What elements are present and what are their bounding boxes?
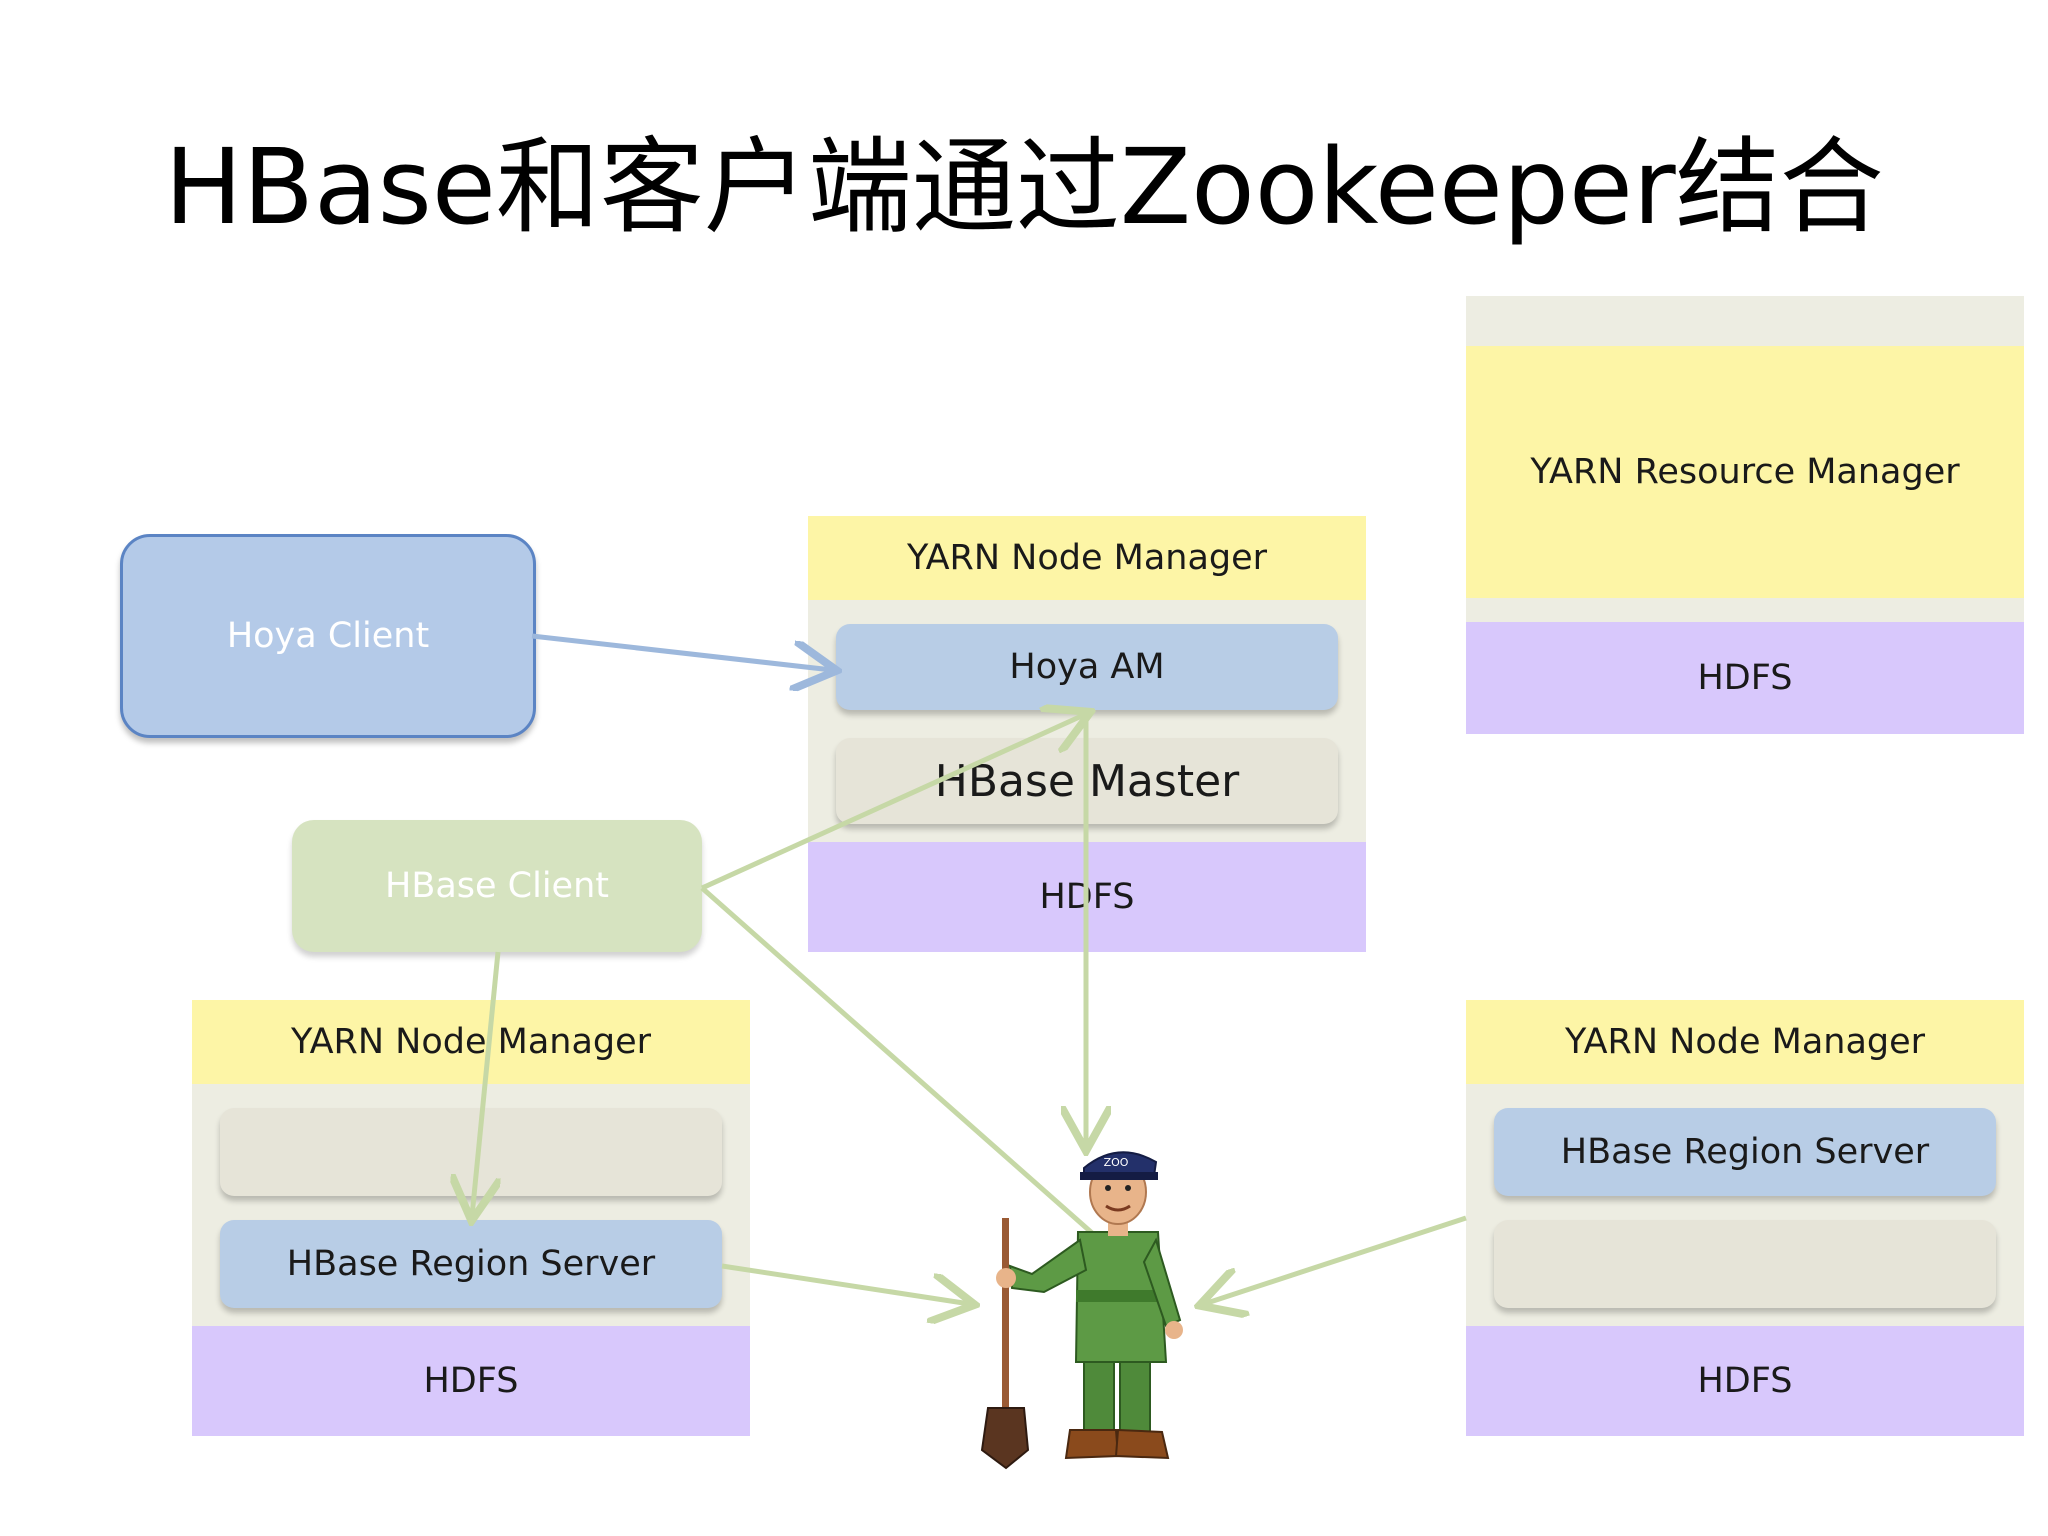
- arrow-hbase-client-to-am: [700, 714, 1086, 891]
- resource-manager-block: YARN Resource Manager HDFS: [1466, 296, 2024, 734]
- slide-title: HBase和客户端通过Zookeeper结合: [164, 126, 1884, 248]
- arrow-left-region-to-zookeeper: [721, 1263, 970, 1304]
- hoya-am-box: Hoya AM: [836, 624, 1338, 710]
- arrow-hbase-client-to-zookeeper: [700, 886, 1102, 1242]
- resource-manager-hdfs: HDFS: [1466, 622, 2024, 734]
- node-manager-left-label: YARN Node Manager: [192, 1000, 750, 1084]
- node-manager-right-label: YARN Node Manager: [1466, 1000, 2024, 1084]
- node-manager-left-hdfs: HDFS: [192, 1326, 750, 1436]
- hoya-client-box: Hoya Client: [120, 534, 536, 738]
- node-manager-right-hdfs: HDFS: [1466, 1326, 2024, 1436]
- region-server-left: HBase Region Server: [220, 1220, 722, 1308]
- arrow-hbase-client-to-region-server: [472, 951, 498, 1216]
- node-manager-left: YARN Node Manager HDFS HBase Region Serv…: [192, 1000, 750, 1436]
- svg-text:ZOO: ZOO: [1104, 1156, 1129, 1169]
- arrow-right-node-to-zookeeper: [1204, 1215, 1467, 1304]
- arrow-hoya-client-to-am: [531, 633, 832, 670]
- empty-container-right: [1494, 1220, 1996, 1308]
- hbase-client-box: HBase Client: [292, 820, 702, 952]
- node-manager-right: YARN Node Manager HDFS HBase Region Serv…: [1466, 1000, 2024, 1436]
- node-manager-center-label: YARN Node Manager: [808, 516, 1366, 600]
- resource-manager-label: YARN Resource Manager: [1466, 346, 2024, 598]
- zookeeper-keeper-icon: ZOO: [980, 1151, 1183, 1470]
- region-server-right: HBase Region Server: [1494, 1108, 1996, 1196]
